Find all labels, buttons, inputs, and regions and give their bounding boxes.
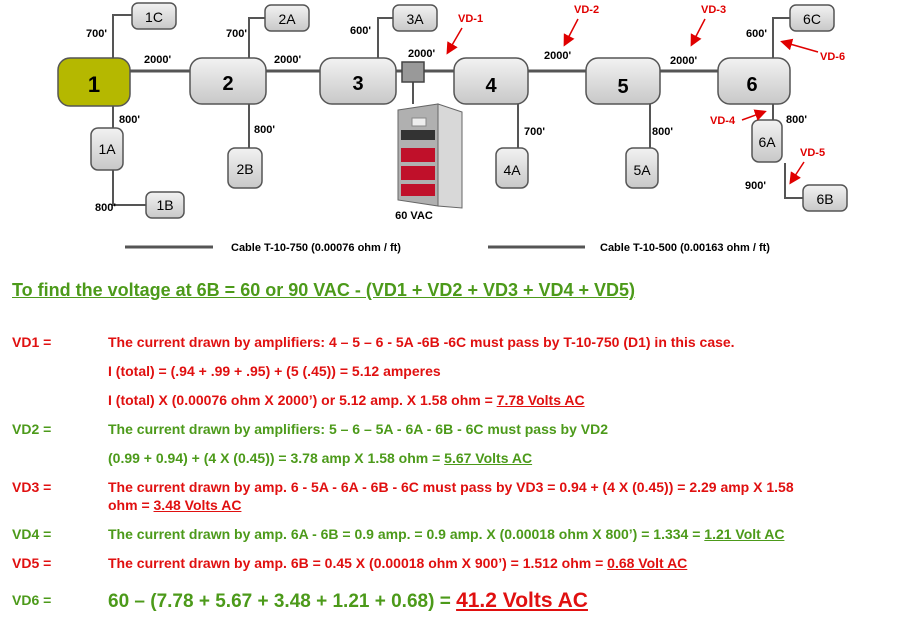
length-4-5: 2000' bbox=[544, 50, 571, 62]
node-6b-label: 6B bbox=[816, 191, 833, 207]
node-5-label: 5 bbox=[617, 76, 628, 98]
power-inserter bbox=[401, 61, 425, 83]
node-1b-label: 1B bbox=[156, 197, 173, 213]
length-4a: 700' bbox=[524, 126, 545, 138]
vd5-row-label: VD5 = bbox=[12, 555, 52, 571]
vd4-line1: The current drawn by amp. 6A - 6B = 0.9 … bbox=[108, 526, 784, 542]
vd1-line3: I (total) X (0.00076 ohm X 2000’) or 5.1… bbox=[108, 392, 585, 408]
vd6-line1: 60 – (7.78 + 5.67 + 3.48 + 1.21 + 0.68) … bbox=[108, 589, 588, 613]
node-2a-label: 2A bbox=[278, 11, 296, 27]
vd2-label: VD-2 bbox=[574, 4, 599, 16]
length-1-2: 2000' bbox=[144, 54, 171, 66]
vd2-row-label: VD2 = bbox=[12, 421, 52, 437]
vd2-arrow bbox=[563, 18, 579, 47]
length-3a: 600' bbox=[350, 25, 371, 37]
legend: Cable T-10-750 (0.00076 ohm / ft) Cable … bbox=[125, 242, 770, 254]
length-2b: 800' bbox=[254, 124, 275, 136]
node-2a: 2A bbox=[264, 4, 310, 32]
vd5-arrow bbox=[789, 161, 805, 185]
vd3-line2: ohm = 3.48 Volts AC bbox=[108, 497, 241, 513]
vd5-label: VD-5 bbox=[800, 147, 825, 159]
node-6b: 6B bbox=[802, 184, 848, 212]
power-supply-label: 60 VAC bbox=[395, 210, 433, 222]
node-1-label: 1 bbox=[88, 72, 100, 97]
node-2b-label: 2B bbox=[236, 161, 253, 177]
vd4-label: VD-4 bbox=[710, 115, 736, 127]
length-2a: 700' bbox=[226, 28, 247, 40]
legend-cable2: Cable T-10-500 (0.00163 ohm / ft) bbox=[600, 242, 770, 254]
node-3: 3 bbox=[319, 57, 397, 105]
vd1-line3-text: I (total) X (0.00076 ohm X 2000’) or 5.1… bbox=[108, 392, 497, 408]
vd1-arrow bbox=[446, 27, 463, 55]
network-diagram: 1 2 3 4 5 6 60 VAC 1C 1A bbox=[57, 2, 848, 254]
node-5a: 5A bbox=[625, 147, 659, 189]
vd4-result: 1.21 Volt AC bbox=[704, 526, 785, 542]
node-6-label: 6 bbox=[746, 74, 757, 96]
node-5: 5 bbox=[585, 57, 661, 105]
node-1c-label: 1C bbox=[145, 9, 163, 25]
length-6c: 600' bbox=[746, 28, 767, 40]
vd4-line1-text: The current drawn by amp. 6A - 6B = 0.9 … bbox=[108, 526, 705, 542]
node-1a-label: 1A bbox=[98, 141, 116, 157]
vd3-row-label: VD3 = bbox=[12, 479, 52, 495]
legend-cable1: Cable T-10-750 (0.00076 ohm / ft) bbox=[231, 242, 401, 254]
vd4-row-label: VD4 = bbox=[12, 526, 52, 542]
node-2: 2 bbox=[189, 57, 267, 105]
node-4a: 4A bbox=[495, 147, 529, 189]
node-1b: 1B bbox=[145, 191, 185, 219]
vd3-label: VD-3 bbox=[701, 4, 726, 16]
vd6-line1-text: 60 – (7.78 + 5.67 + 3.48 + 1.21 + 0.68) … bbox=[108, 591, 457, 612]
node-6a-label: 6A bbox=[758, 134, 776, 150]
node-1c: 1C bbox=[131, 2, 177, 30]
vd6-row-label: VD6 = bbox=[12, 592, 52, 608]
node-1a: 1A bbox=[90, 127, 124, 171]
length-3-4: 2000' bbox=[408, 48, 435, 60]
vd3-result: 3.48 Volts AC bbox=[153, 497, 242, 513]
vd3-arrow bbox=[690, 18, 706, 47]
vd3-line2-text: ohm = bbox=[108, 497, 154, 513]
vd6-arrow bbox=[780, 38, 819, 53]
vd1-line1: The current drawn by amplifiers: 4 – 5 –… bbox=[108, 334, 735, 350]
vd1-result: 7.78 Volts AC bbox=[496, 392, 585, 408]
node-2-label: 2 bbox=[222, 73, 233, 95]
node-4: 4 bbox=[453, 57, 529, 105]
length-6b: 900' bbox=[745, 180, 766, 192]
node-3a-label: 3A bbox=[406, 11, 424, 27]
node-6a: 6A bbox=[751, 119, 783, 163]
length-6a: 800' bbox=[786, 114, 807, 126]
vd1-label: VD-1 bbox=[458, 13, 483, 25]
length-5-6: 2000' bbox=[670, 55, 697, 67]
page-title: To find the voltage at 6B = 60 or 90 VAC… bbox=[12, 280, 636, 300]
length-2-3: 2000' bbox=[274, 54, 301, 66]
branch-cables bbox=[112, 14, 803, 206]
vd6-label: VD-6 bbox=[820, 51, 845, 63]
length-1b: 800' bbox=[95, 202, 116, 214]
power-supply-cabinet bbox=[397, 103, 463, 209]
vd1-line2: I (total) = (.94 + .99 + .95) + (5 (.45)… bbox=[108, 363, 441, 379]
node-6c-label: 6C bbox=[803, 11, 821, 27]
length-5a: 800' bbox=[652, 126, 673, 138]
vd5-result: 0.68 Volt AC bbox=[607, 555, 688, 571]
node-4a-label: 4A bbox=[503, 162, 521, 178]
vd2-result: 5.67 Volts AC bbox=[444, 450, 533, 466]
node-6c: 6C bbox=[789, 4, 835, 32]
node-1: 1 bbox=[57, 57, 131, 107]
node-3a: 3A bbox=[392, 4, 438, 32]
node-4-label: 4 bbox=[485, 75, 497, 97]
vd2-line2-text: (0.99 + 0.94) + (4 X (0.45)) = 3.78 amp … bbox=[108, 450, 445, 466]
node-3-label: 3 bbox=[352, 73, 363, 95]
node-5a-label: 5A bbox=[633, 162, 651, 178]
node-2b: 2B bbox=[227, 147, 263, 189]
vd4-arrow bbox=[741, 109, 767, 121]
vd3-line1: The current drawn by amp. 6 - 5A - 6A - … bbox=[108, 479, 794, 495]
vd2-line1: The current drawn by amplifiers: 5 – 6 –… bbox=[108, 421, 609, 437]
node-6: 6 bbox=[717, 57, 791, 105]
vd6-result: 41.2 Volts AC bbox=[456, 589, 588, 612]
vd5-line1: The current drawn by amp. 6B = 0.45 X (0… bbox=[108, 555, 687, 571]
vd2-line2: (0.99 + 0.94) + (4 X (0.45)) = 3.78 amp … bbox=[108, 450, 532, 466]
vd1-row-label: VD1 = bbox=[12, 334, 52, 350]
length-1a: 800' bbox=[119, 114, 140, 126]
vd5-line1-text: The current drawn by amp. 6B = 0.45 X (0… bbox=[108, 555, 608, 571]
length-1c: 700' bbox=[86, 28, 107, 40]
